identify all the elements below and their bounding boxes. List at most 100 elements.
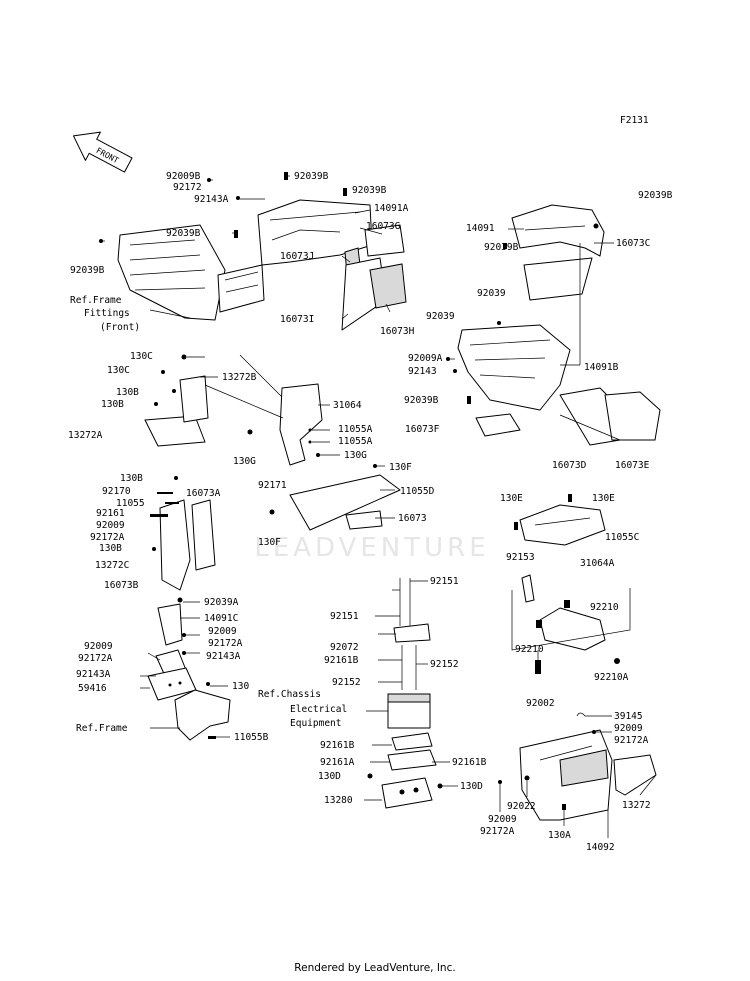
label-92009B: 92009B (166, 171, 201, 182)
label-92009: 92009 (208, 626, 237, 637)
label-11055A: 11055A (338, 424, 373, 435)
leader-lines-bottom-left (140, 601, 230, 738)
ref-frame: Ref.Frame (76, 723, 128, 734)
label-16073D: 16073D (552, 460, 587, 471)
front-fender-assembly (99, 172, 407, 331)
frame-bracket-assembly (144, 354, 401, 531)
rear-cover-assembly (498, 712, 657, 821)
label-16073J: 16073J (280, 251, 314, 262)
label-16073G: 16073G (366, 221, 401, 232)
leader-lines-top-left (100, 175, 391, 320)
label-130: 130 (232, 681, 249, 692)
label-130B: 130B (120, 473, 143, 484)
label-130B: 130B (101, 399, 124, 410)
label-14091C: 14091C (204, 613, 238, 624)
label-92172A: 92172A (614, 735, 649, 746)
label-11055: 11055 (116, 498, 145, 509)
leader-lines-bottom-right (499, 715, 657, 838)
label-16073: 16073 (398, 513, 427, 524)
figure-code: F2131 (620, 115, 649, 126)
label-130B: 130B (99, 543, 122, 554)
label-92172: 92172 (173, 182, 202, 193)
label-92009: 92009 (488, 814, 517, 825)
side-cover-assembly (150, 476, 216, 591)
label-92039B: 92039B (404, 395, 439, 406)
label-92172A: 92172A (208, 638, 243, 649)
label-92039A: 92039A (204, 597, 239, 608)
label-130C: 130C (107, 365, 130, 376)
label-13280: 13280 (324, 795, 353, 806)
label-92009A: 92009A (408, 353, 443, 364)
ref-frame-fittings-3: (Front) (100, 322, 140, 333)
label-92022: 92022 (507, 801, 536, 812)
label-92143A: 92143A (194, 194, 229, 205)
label-92143A: 92143A (206, 651, 241, 662)
label-11055A: 11055A (338, 436, 373, 447)
label-92009: 92009 (84, 641, 113, 652)
label-13272C: 13272C (95, 560, 129, 571)
label-13272: 13272 (622, 800, 651, 811)
label-92210A: 92210A (594, 672, 629, 683)
footer-credit: Rendered by LeadVenture, Inc. (294, 962, 456, 974)
label-16073F: 16073F (405, 424, 440, 435)
label-14091: 14091 (466, 223, 495, 234)
label-14091B: 14091B (584, 362, 619, 373)
front-arrow-icon: FRONT (73, 131, 133, 173)
label-92002: 92002 (526, 698, 555, 709)
leader-lines-middle (187, 356, 395, 519)
label-14091A: 14091A (374, 203, 409, 214)
label-92153: 92153 (506, 552, 535, 563)
label-92172A: 92172A (480, 826, 515, 837)
label-130D: 130D (318, 771, 341, 782)
label-16073I: 16073I (280, 314, 314, 325)
label-59416: 59416 (78, 683, 107, 694)
label-16073A: 16073A (186, 488, 221, 499)
label-39145: 39145 (614, 711, 643, 722)
label-11055C: 11055C (605, 532, 639, 543)
label-92161A: 92161A (320, 757, 355, 768)
label-130G: 130G (233, 456, 256, 467)
label-92039B: 92039B (484, 242, 519, 253)
label-92039B: 92039B (70, 265, 105, 276)
label-92161B: 92161B (320, 740, 355, 751)
label-92143: 92143 (408, 366, 437, 377)
rear-bracket-assembly (511, 494, 631, 674)
label-31064: 31064 (333, 400, 362, 411)
label-13272A: 13272A (68, 430, 103, 441)
label-130F: 130F (258, 537, 281, 548)
label-92009: 92009 (96, 520, 125, 531)
label-130E: 130E (592, 493, 615, 504)
label-92151: 92151 (430, 576, 459, 587)
label-92172A: 92172A (90, 532, 125, 543)
label-130A: 130A (548, 830, 571, 841)
label-92161B: 92161B (452, 757, 487, 768)
label-92152: 92152 (332, 677, 361, 688)
label-92161: 92161 (96, 508, 125, 519)
watermark: LEADVENTURE (254, 533, 489, 563)
label-130B: 130B (116, 387, 139, 398)
label-31064A: 31064A (580, 558, 615, 569)
label-130F: 130F (389, 462, 412, 473)
label-92210: 92210 (590, 602, 619, 613)
battery-assembly (367, 578, 443, 809)
leader-lines-battery (364, 580, 458, 801)
label-92039B: 92039B (294, 171, 329, 182)
label-13272B: 13272B (222, 372, 257, 383)
label-16073B: 16073B (104, 580, 139, 591)
label-92039B: 92039B (352, 185, 387, 196)
label-92143A: 92143A (76, 669, 111, 680)
label-16073E: 16073E (615, 460, 650, 471)
label-92072: 92072 (330, 642, 359, 653)
label-130C: 130C (130, 351, 153, 362)
ref-chassis-1: Ref.Chassis (258, 689, 321, 700)
label-92039: 92039 (477, 288, 506, 299)
label-92210: 92210 (515, 644, 544, 655)
ref-frame-fittings-1: Ref.Frame (70, 295, 122, 306)
ref-chassis-3: Equipment (290, 718, 341, 729)
label-130D: 130D (460, 781, 483, 792)
ref-frame-fittings-2: Fittings (84, 308, 130, 319)
label-92170: 92170 (102, 486, 131, 497)
label-92039B: 92039B (166, 228, 201, 239)
label-92161B: 92161B (324, 655, 359, 666)
